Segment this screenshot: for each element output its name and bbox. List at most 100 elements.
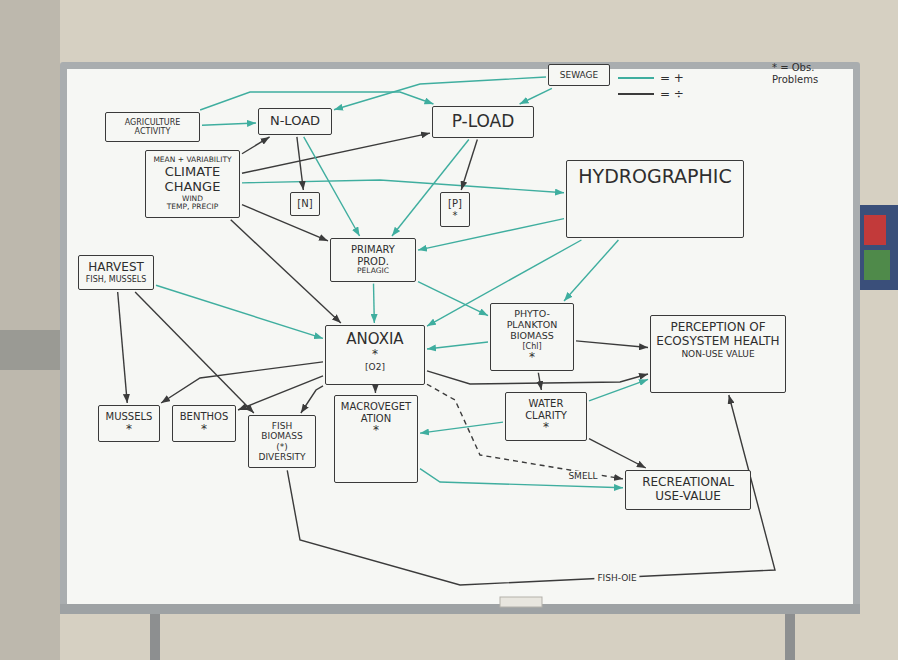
causal-arrow: [242, 137, 270, 154]
node-text: FISH, MUSSELS: [84, 275, 148, 284]
node-text: MACROVEGETATION: [340, 401, 412, 424]
node-text: DIVERSITY: [254, 452, 310, 462]
node-text: CLIMATE CHANGE: [151, 165, 234, 195]
node-text: HARVEST: [84, 261, 148, 275]
edge-label: FISH-OIE: [594, 573, 639, 583]
causal-arrow: [520, 88, 552, 104]
process-box: MUSSELS*: [98, 405, 160, 442]
node-text: PERCEPTION OF ECOSYSTEM HEALTH: [656, 321, 780, 349]
causal-arrow: [564, 240, 618, 301]
causal-arrow: [418, 282, 488, 316]
legend: = + = ÷: [616, 70, 684, 102]
wall-shadow: [0, 0, 60, 660]
causal-arrow: [589, 379, 648, 400]
radiator: [0, 330, 60, 370]
board-frame: [60, 62, 860, 612]
causal-arrow: [538, 373, 541, 390]
causal-arrow: [202, 123, 256, 125]
process-box: MEAN + VARIABILITYCLIMATE CHANGEWINDTEMP…: [145, 150, 240, 218]
causal-arrow: [242, 180, 564, 193]
causal-arrow: [373, 284, 375, 323]
node-text: WIND: [151, 195, 234, 204]
node-text: PRIMARY PROD.: [336, 244, 410, 267]
causal-arrow: [301, 386, 323, 413]
node-text: *: [496, 351, 568, 365]
node-text: HYDROGRAPHIC: [572, 166, 738, 188]
legend-row: = +: [616, 70, 684, 86]
node-text: NON-USE VALUE: [656, 349, 780, 359]
causal-arrow: [161, 362, 323, 403]
process-box: FISH BIOMASS(*)DIVERSITY: [248, 415, 316, 468]
causal-arrow: [156, 285, 323, 338]
board-surface: [67, 69, 853, 604]
causal-arrow: [304, 137, 360, 236]
process-box: P-LOAD: [432, 106, 534, 138]
causal-arrow: [420, 469, 623, 488]
node-text: *: [178, 423, 230, 437]
legend-line: [618, 93, 654, 95]
wall-painting: [858, 205, 898, 290]
causal-arrow: [297, 137, 303, 190]
node-text: PHYTO-PLANKTON BIOMASS: [496, 309, 568, 342]
legend-row: = ÷: [616, 86, 684, 102]
legend-text: = ÷: [660, 87, 684, 101]
node-text: PELAGIC: [336, 267, 410, 276]
causal-arrow: [238, 376, 323, 410]
node-text: *: [511, 421, 581, 435]
node-text: [O2]: [331, 362, 419, 372]
node-text: WATER CLARITY: [511, 398, 581, 421]
node-text: N-LOAD: [264, 114, 326, 129]
legend-text: = +: [660, 71, 684, 85]
node-text: *: [104, 423, 154, 437]
causal-arrow: [576, 341, 648, 348]
process-box: ANOXIA*[O2]: [325, 325, 425, 385]
node-text: AGRICULTURE ACTIVITY: [111, 118, 194, 136]
node-text: RECREATIONAL USE-VALUE: [631, 476, 745, 504]
process-box: WATER CLARITY*: [505, 392, 587, 441]
node-text: MEAN + VARIABILITY: [151, 156, 234, 165]
causal-arrow: [334, 77, 546, 110]
causal-arrow: [118, 292, 128, 403]
process-box: RECREATIONAL USE-VALUE: [625, 470, 751, 510]
process-box: HARVESTFISH, MUSSELS: [78, 255, 154, 290]
process-box: SEWAGE: [548, 64, 610, 86]
node-text: [N]: [296, 198, 314, 210]
marker-tray: [60, 604, 860, 614]
painting-detail: [864, 215, 886, 245]
process-box: PHYTO-PLANKTON BIOMASS[Chl]*: [490, 303, 574, 371]
causal-arrow: [231, 220, 341, 323]
legend-line-sample: [616, 73, 656, 83]
process-box: AGRICULTURE ACTIVITY: [105, 112, 200, 142]
process-box: MACROVEGETATION*: [334, 395, 418, 483]
node-text: (*): [254, 442, 310, 452]
process-box: [P]*: [440, 192, 470, 227]
process-box: HYDROGRAPHIC: [566, 160, 744, 238]
node-text: FISH BIOMASS: [254, 421, 310, 442]
node-text: [P]: [446, 198, 464, 210]
node-text: *: [446, 210, 464, 222]
causal-arrow: [375, 387, 376, 393]
process-box: BENTHOS*: [172, 405, 236, 442]
process-box: PERCEPTION OF ECOSYSTEM HEALTHNON-USE VA…: [650, 315, 786, 393]
node-text: [Chl]: [496, 342, 568, 351]
legend-line-sample: [616, 89, 656, 99]
painting-detail: [864, 250, 890, 280]
node-text: MUSSELS: [104, 411, 154, 423]
process-box: PRIMARY PROD.PELAGIC: [330, 238, 416, 282]
eraser: [500, 597, 542, 607]
edge-label: SMELL: [565, 471, 600, 481]
causal-arrow: [427, 371, 648, 384]
causal-arrow: [242, 133, 430, 173]
node-text: BENTHOS: [178, 411, 230, 423]
process-box: N-LOAD: [258, 108, 332, 135]
node-text: SEWAGE: [554, 70, 604, 80]
causal-arrow: [427, 342, 488, 349]
node-text: ANOXIA: [331, 331, 419, 348]
node-text: P-LOAD: [438, 112, 528, 132]
causal-arrow: [420, 422, 503, 433]
process-box: [N]: [290, 192, 320, 216]
